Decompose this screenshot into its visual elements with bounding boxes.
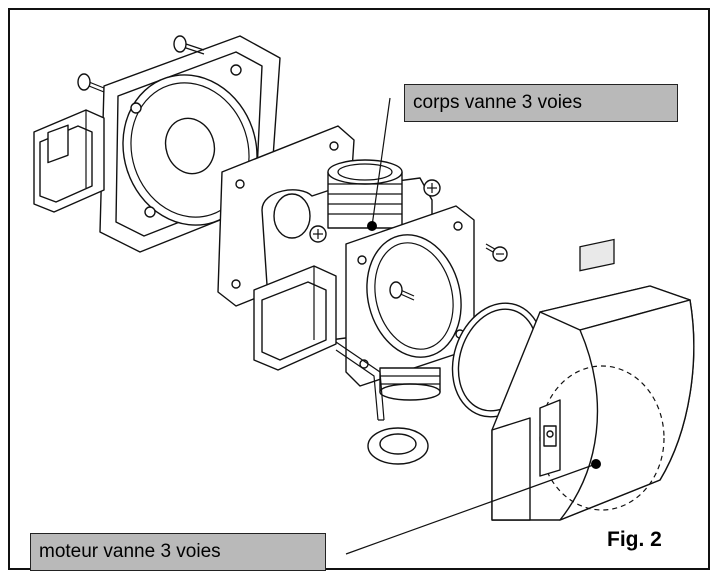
screw-top — [173, 35, 205, 55]
figure-frame — [8, 8, 710, 570]
flat-seal — [367, 427, 429, 465]
leader-valve-motor — [345, 459, 601, 555]
callout-valve-motor: moteur vanne 3 voies — [30, 533, 326, 571]
leader-valve-body — [367, 97, 391, 231]
screw-front — [389, 281, 415, 301]
screw-left — [77, 73, 105, 93]
retaining-clip — [335, 341, 385, 421]
screw-right — [485, 243, 508, 262]
valve-connector-box — [253, 265, 337, 371]
figure-label: Fig. 2 — [607, 528, 662, 551]
callout-valve-body: corps vanne 3 voies — [404, 84, 678, 122]
valve-motor — [491, 238, 695, 521]
